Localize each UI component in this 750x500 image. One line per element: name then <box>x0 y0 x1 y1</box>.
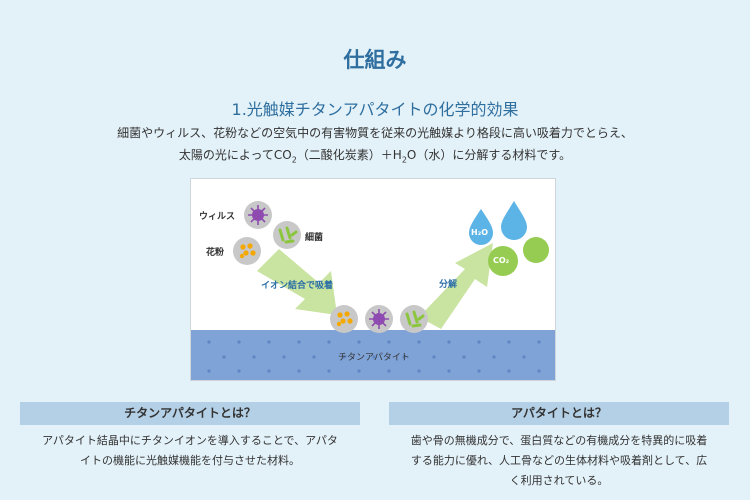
description-line-2: 太陽の光によってCO2（二酸化炭素）＋H2O（水）に分解する材料です。 <box>0 144 750 171</box>
card-line: アパタイト結晶中にチタンイオンを導入することで、アパタ <box>42 434 338 447</box>
label-pollen: 花粉 <box>206 248 225 258</box>
adsorb-arrow <box>257 249 337 315</box>
label-bacteria: 細菌 <box>305 233 324 243</box>
diagram-graphic <box>191 201 555 380</box>
bacteria-icon <box>405 310 425 328</box>
bacteria-particle <box>273 221 301 249</box>
co2-circle-small <box>523 237 549 263</box>
card-body: 歯や骨の無機成分で、蛋白質などの有機成分を特異的に吸着 する能力に優れ、人工骨な… <box>389 431 729 491</box>
card-line: く利用されている。 <box>509 474 609 487</box>
apatite-surface <box>191 330 555 380</box>
card-apatite: アパタイトとは？ 歯や骨の無機成分で、蛋白質などの有機成分を特異的に吸着 する能… <box>389 402 729 491</box>
description-line-1: 細菌やウィルス、花粉などの空気中の有害物質を従来の光触媒より格段に高い吸着力でと… <box>117 126 633 140</box>
desc-sub-2: 2 <box>401 155 407 165</box>
decompose-arrow <box>419 243 493 329</box>
bacteria-icon <box>278 226 298 244</box>
water-drop-icon <box>501 201 527 240</box>
water-drop-icon <box>469 209 493 245</box>
label-surface: チタンアパタイト <box>338 353 410 363</box>
card-body: アパタイト結晶中にチタンイオンを導入することで、アパタ イトの機能に光触媒機能を… <box>20 431 360 471</box>
surface-dots <box>207 340 541 373</box>
label-virus: ウィルス <box>199 212 236 222</box>
label-h2o: H₂O <box>471 228 488 237</box>
desc-part-a: 太陽の光によってCO <box>178 148 292 162</box>
card-titanium-apatite: チタンアパタイトとは？ アパタイト結晶中にチタンイオンを導入することで、アパタ … <box>20 402 360 471</box>
card-heading: アパタイトとは？ <box>389 402 729 425</box>
label-co2: CO₂ <box>493 256 510 265</box>
label-adsorb: イオン結合で吸着 <box>261 281 334 291</box>
mechanism-diagram: ウィルス 細菌 花粉 イオン結合で吸着 分解 H₂O CO₂ チタンアパタイト <box>190 178 556 381</box>
page-title: 仕組み <box>343 48 407 72</box>
co2-circle <box>488 246 518 276</box>
pollen-icon <box>239 243 256 259</box>
desc-part-b: （二酸化炭素）＋H <box>296 148 402 162</box>
card-heading: チタンアパタイトとは？ <box>20 402 360 425</box>
desc-part-c: O（水）に分解する材料です。 <box>406 148 572 162</box>
section-description: 細菌やウィルス、花粉などの空気中の有害物質を従来の光触媒より格段に高い吸着力でと… <box>0 122 750 171</box>
pollen-icon <box>336 311 353 327</box>
desc-sub-1: 2 <box>291 155 297 165</box>
card-line: 歯や骨の無機成分で、蛋白質などの有機成分を特異的に吸着 <box>410 434 708 447</box>
virus-icon <box>369 309 389 329</box>
card-line: する能力に優れ、人工骨などの生体材料や吸着剤として、広 <box>410 454 708 467</box>
label-decompose: 分解 <box>439 280 458 290</box>
bacteria-particle-surface <box>400 305 428 333</box>
section-subtitle: 1.光触媒チタンアパタイトの化学的効果 <box>231 100 519 119</box>
card-line: イトの機能に光触媒機能を付与させた材料。 <box>80 454 300 467</box>
virus-icon <box>248 205 268 225</box>
